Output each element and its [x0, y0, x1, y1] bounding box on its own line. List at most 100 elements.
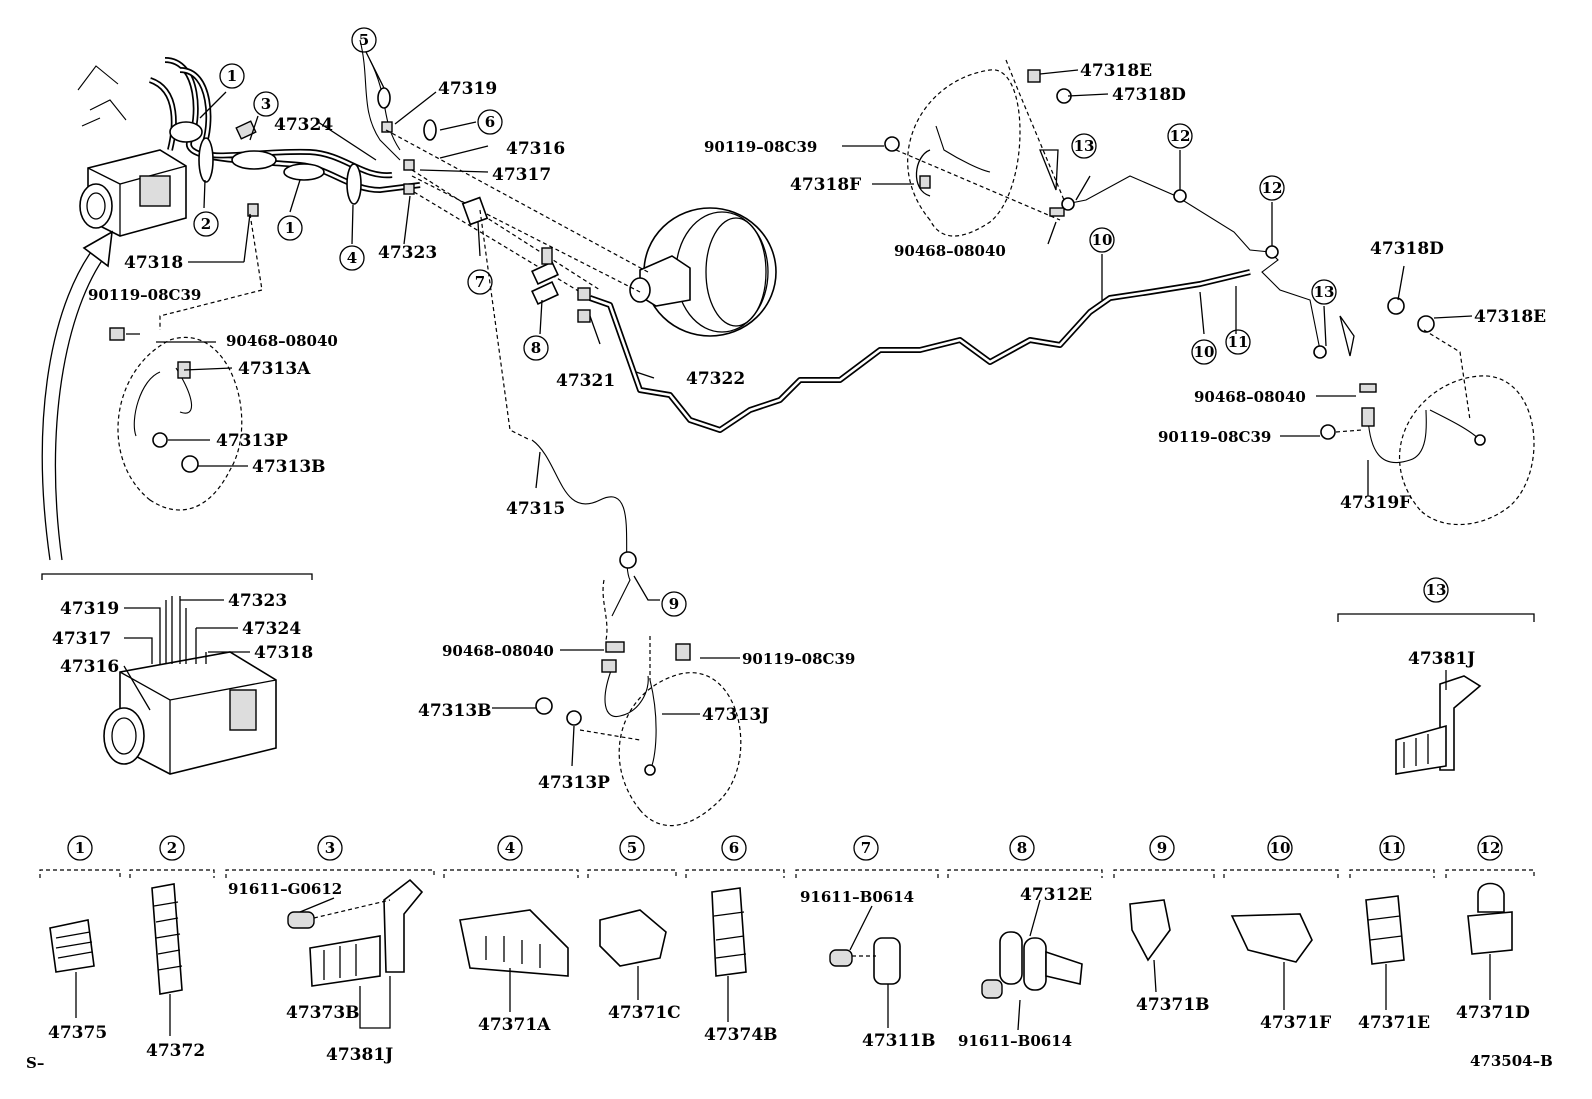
label-47316-top: 47316 — [506, 139, 565, 159]
part-47371A — [459, 909, 569, 977]
label-47318F: 47318F — [790, 175, 861, 195]
clamp-2 — [198, 137, 214, 183]
legend-part-47371F: 47371F — [1260, 1013, 1331, 1033]
legend-num-10: 10 — [1270, 839, 1291, 857]
front-left-brake — [109, 327, 248, 511]
callout-10-b-text: 10 — [1194, 343, 1215, 361]
clamp-5 — [377, 87, 391, 109]
callout-5-text: 5 — [359, 31, 369, 49]
part-91611-G0612 — [287, 911, 315, 929]
callout-10-a — [1089, 227, 1115, 253]
label-47313A: 47313A — [238, 359, 311, 379]
legend-part-47371A: 47371A — [478, 1015, 551, 1035]
part-47312E — [999, 931, 1023, 985]
label-90119-left: 90119–08C39 — [88, 286, 201, 304]
legend-num-6: 6 — [729, 839, 739, 857]
bracket-8-a — [531, 260, 559, 286]
callout-7 — [467, 269, 493, 295]
label-90119-right: 90119–08C39 — [1158, 428, 1271, 446]
label-47381J-right: 47381J — [1408, 649, 1475, 669]
legend-part-47371E: 47371E — [1358, 1013, 1430, 1033]
rear-right-brake — [1280, 265, 1535, 526]
part-47371F — [1230, 913, 1313, 963]
callout-13-a-text: 13 — [1074, 137, 1095, 155]
legend-part-47371C: 47371C — [608, 1003, 681, 1023]
rear-pipes — [1061, 150, 1355, 359]
legend-part-47371B: 47371B — [1136, 995, 1210, 1015]
label-47318E-top: 47318E — [1080, 61, 1152, 81]
legend-part-91611-B0614-a: 91611–B0614 — [800, 888, 914, 906]
callout-4-text: 4 — [347, 249, 357, 267]
callout-1-a — [219, 63, 245, 89]
part-47371C — [599, 909, 667, 967]
clamp-1-a — [169, 121, 203, 143]
part-47375 — [49, 919, 95, 973]
callout-10-a-text: 10 — [1092, 231, 1113, 249]
clamp-6 — [423, 119, 437, 141]
callout-13-c — [1423, 577, 1449, 603]
callout-13-a — [1071, 133, 1097, 159]
callout-4 — [339, 245, 365, 271]
label-90468-left: 90468–08040 — [226, 332, 338, 350]
callout-3 — [253, 91, 279, 117]
callout-6-text: 6 — [485, 113, 495, 131]
legend-part-47312E: 47312E — [1020, 885, 1092, 905]
label-90119-bottom: 90119–08C39 — [742, 650, 855, 668]
inset-label-47317: 47317 — [52, 629, 111, 649]
callout-13-b — [1311, 279, 1337, 305]
inset-label-47324: 47324 — [242, 619, 301, 639]
callout-circles: 1 2 3 1 4 5 6 7 8 9 10 10 11 12 12 13 13… — [193, 27, 1449, 617]
legend-num-7: 7 — [861, 839, 871, 857]
clamp-4 — [346, 163, 362, 205]
label-47313P-bottom: 47313P — [538, 773, 610, 793]
inset-actuator-detail — [41, 573, 313, 775]
callout-13-b-text: 13 — [1314, 283, 1335, 301]
legend-part-47372: 47372 — [146, 1041, 205, 1061]
label-47319-top: 47319 — [438, 79, 497, 99]
main-brake-pipe — [589, 269, 1251, 433]
part-47311B — [873, 937, 901, 985]
label-47315: 47315 — [506, 499, 565, 519]
part-47381J — [383, 878, 424, 973]
label-47318-left: 47318 — [124, 253, 183, 273]
legend-num-12: 12 — [1480, 839, 1501, 857]
label-47318D-right: 47318D — [1370, 239, 1444, 259]
callout-1-b — [277, 215, 303, 241]
callout-5 — [351, 27, 377, 53]
callout-11 — [1225, 329, 1251, 355]
bracket-8-b — [531, 280, 559, 306]
callout-9 — [661, 591, 687, 617]
inset-label-47318: 47318 — [254, 643, 313, 663]
callout-2-text: 2 — [201, 215, 211, 233]
legend-part-47311B: 47311B — [862, 1031, 936, 1051]
part-labels: 47319 47324 47316 47317 47318 47323 9011… — [52, 61, 1546, 793]
legend-part-91611-G0612: 91611–G0612 — [228, 880, 342, 898]
legend-num-3: 3 — [325, 839, 335, 857]
legend-part-47371D: 47371D — [1456, 1003, 1530, 1023]
rear-left-brake — [842, 59, 1109, 245]
callout-1-a-text: 1 — [227, 67, 237, 85]
callout-9-text: 9 — [669, 595, 679, 613]
inset-arrow — [41, 230, 113, 561]
label-47318E-right: 47318E — [1474, 307, 1546, 327]
part-47372 — [151, 883, 183, 995]
label-47313B-left: 47313B — [252, 457, 326, 477]
label-90468-bottom: 90468–08040 — [442, 642, 554, 660]
label-47313J: 47313J — [702, 705, 769, 725]
legend-row — [39, 869, 1535, 1036]
part-47371D — [1477, 882, 1505, 913]
legend-num-8: 8 — [1017, 839, 1027, 857]
part-47373B — [309, 935, 381, 987]
callout-13-c-text: 13 — [1426, 581, 1447, 599]
legend-part-47374B: 47374B — [704, 1025, 778, 1045]
part-47371E — [1365, 895, 1405, 965]
legend-num-11: 11 — [1382, 839, 1403, 857]
label-47322: 47322 — [686, 369, 745, 389]
legend-part-91611-B0614-b: 91611–B0614 — [958, 1032, 1072, 1050]
label-90119-top: 90119–08C39 — [704, 138, 817, 156]
brake-booster — [629, 207, 777, 337]
callout-12-a — [1167, 123, 1193, 149]
bracket-13-detail — [1337, 613, 1535, 775]
footer-figure-code: 473504–B — [1470, 1052, 1553, 1070]
